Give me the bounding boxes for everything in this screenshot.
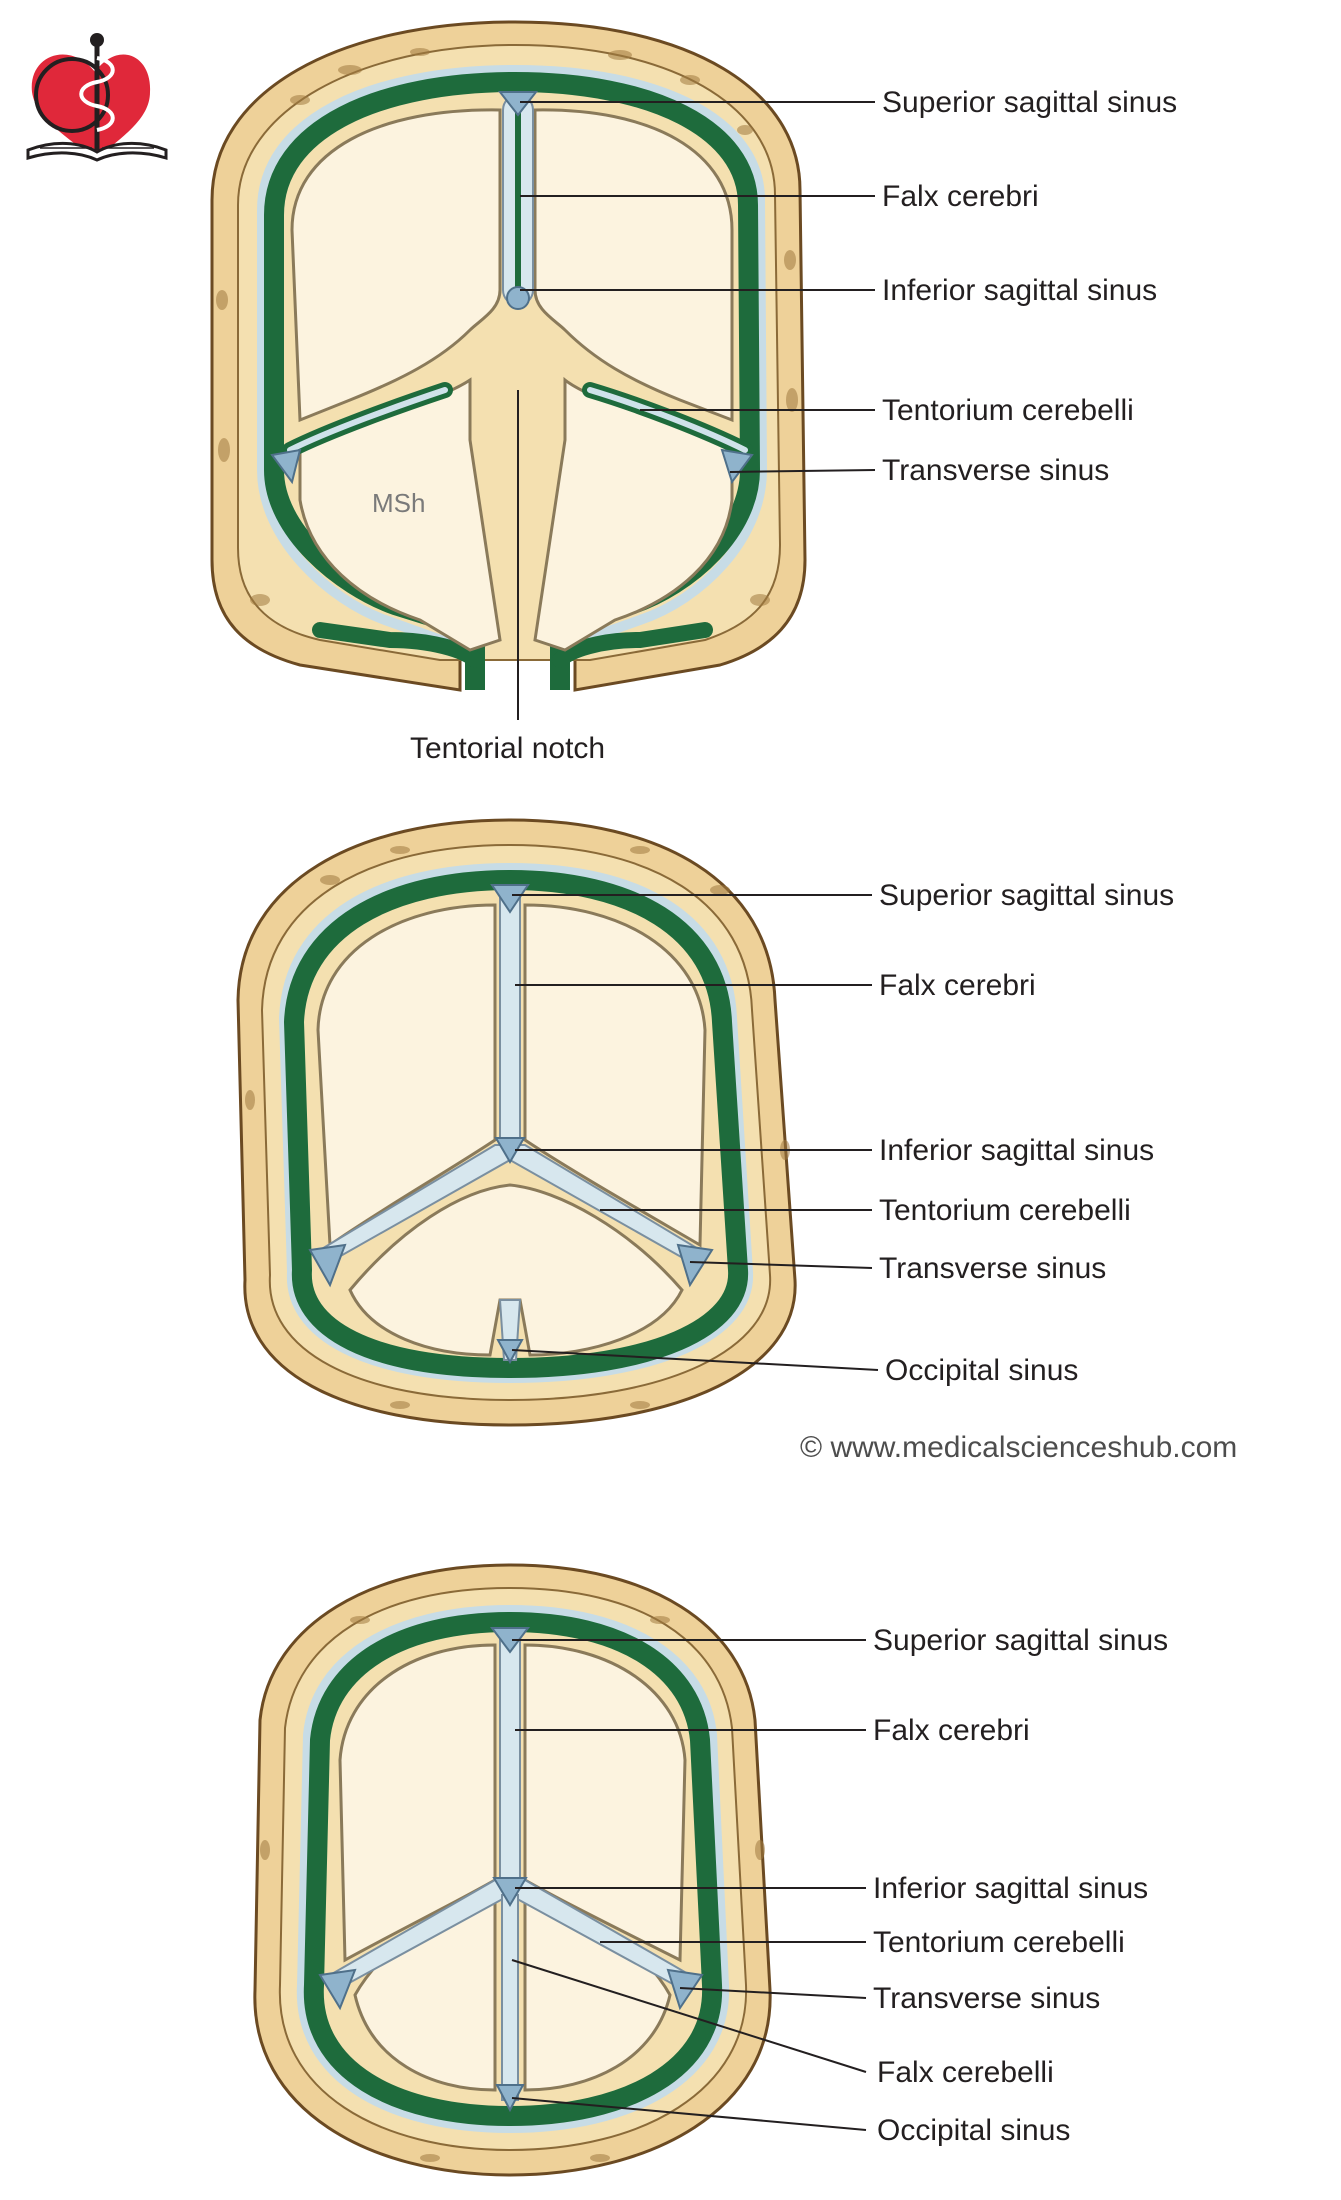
tentorium-fold	[282, 382, 753, 458]
label-tentorium-cerebelli: Tentorium cerebelli	[879, 1194, 1131, 1227]
watermark-text: MSh	[372, 488, 425, 518]
left-transverse-sinus-shape	[308, 1243, 347, 1288]
label-transverse-sinus: Transverse sinus	[879, 1252, 1106, 1285]
label-inferior-sagittal-sinus: Inferior sagittal sinus	[882, 274, 1157, 307]
label-inferior-sagittal-sinus: Inferior sagittal sinus	[879, 1134, 1154, 1167]
label-occipital-sinus: Occipital sinus	[877, 2114, 1070, 2147]
left-transverse-sinus-shape	[270, 448, 302, 485]
label-superior-sagittal-sinus: Superior sagittal sinus	[879, 879, 1174, 912]
inferior-sagittal-sinus-shape	[506, 286, 530, 310]
leader-lines	[517, 101, 876, 720]
inferior-sagittal-sinus-shape	[492, 1877, 528, 1907]
dura-mater	[278, 862, 754, 1384]
heart-caduceus-book-logo-icon	[26, 33, 168, 162]
right-transverse-sinus-shape	[676, 1243, 714, 1288]
diagram-3-falx-cerebelli-view: Superior sagittal sinus Falx cerebri Inf…	[253, 1563, 1168, 2177]
diagram-1-tentorial-notch-view: MSh Superior sagittal sinus Falx cerebri…	[210, 20, 1177, 765]
leader-lines	[511, 894, 879, 1371]
bone-pores	[216, 48, 798, 606]
label-falx-cerebelli: Falx cerebelli	[877, 2056, 1054, 2089]
superior-sagittal-sinus-shape	[497, 91, 539, 117]
label-tentorial-notch: Tentorial notch	[410, 732, 605, 765]
label-falx-cerebri: Falx cerebri	[879, 969, 1036, 1002]
label-falx-cerebri: Falx cerebri	[882, 180, 1039, 213]
bone-pores	[260, 1616, 765, 2162]
left-transverse-sinus-shape	[318, 1968, 357, 2011]
right-transverse-sinus-shape	[720, 448, 754, 485]
copyright-text: © www.medicalscienceshub.com	[800, 1431, 1237, 1464]
label-tentorium-cerebelli: Tentorium cerebelli	[882, 394, 1134, 427]
label-superior-sagittal-sinus: Superior sagittal sinus	[873, 1624, 1168, 1657]
sinuses	[308, 884, 714, 1365]
sinuses	[270, 91, 754, 485]
label-transverse-sinus: Transverse sinus	[882, 454, 1109, 487]
diagram-2-occipital-sinus-view: Superior sagittal sinus Falx cerebri Inf…	[236, 818, 1174, 1427]
brain-compartments	[338, 1643, 687, 2092]
label-occipital-sinus: Occipital sinus	[885, 1354, 1078, 1387]
label-inferior-sagittal-sinus: Inferior sagittal sinus	[873, 1872, 1148, 1905]
label-transverse-sinus: Transverse sinus	[873, 1982, 1100, 2015]
leader-lines	[511, 1639, 867, 2131]
label-superior-sagittal-sinus: Superior sagittal sinus	[882, 86, 1177, 119]
falx-cerebri-fold	[502, 94, 534, 306]
superior-sagittal-sinus-shape	[490, 884, 530, 914]
brain-compartments	[316, 903, 707, 1357]
label-falx-cerebri: Falx cerebri	[873, 1714, 1030, 1747]
label-tentorium-cerebelli: Tentorium cerebelli	[873, 1926, 1125, 1959]
brain-compartments	[290, 108, 734, 652]
dura-mater	[296, 1604, 730, 2134]
